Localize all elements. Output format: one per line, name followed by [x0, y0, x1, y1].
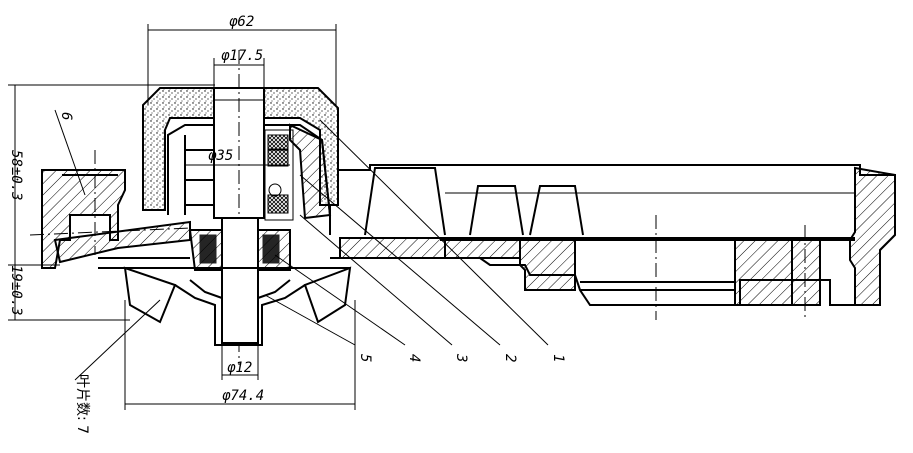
- pump-housing: [329, 164, 896, 320]
- dim-height-upper: 58±0.3: [8, 150, 24, 201]
- dim-bearing-diameter: φ35: [208, 148, 233, 164]
- part-label-4: 4: [406, 354, 422, 362]
- impeller: [123, 266, 352, 346]
- dim-impeller-diameter: φ74.4: [222, 388, 264, 404]
- part-label-5: 5: [357, 354, 373, 362]
- part-label-6: 6: [58, 112, 74, 120]
- dim-outer-diameter-top: φ62: [229, 14, 254, 30]
- part-label-2: 2: [502, 354, 518, 362]
- inlet-port: [29, 150, 191, 269]
- blade-count-note: 叶片数: 7: [74, 374, 90, 434]
- leader-lines: [54, 109, 549, 381]
- part-label-3: 3: [453, 353, 469, 362]
- dimension-lines: [8, 24, 356, 410]
- dim-height-lower: 19±0.3: [8, 265, 24, 316]
- dim-shaft-diameter-top: φ17.5: [221, 48, 263, 64]
- dim-shaft-diameter-bottom: φ12: [227, 360, 252, 376]
- pump-shaft: [213, 50, 265, 365]
- part-label-1: 1: [550, 354, 566, 362]
